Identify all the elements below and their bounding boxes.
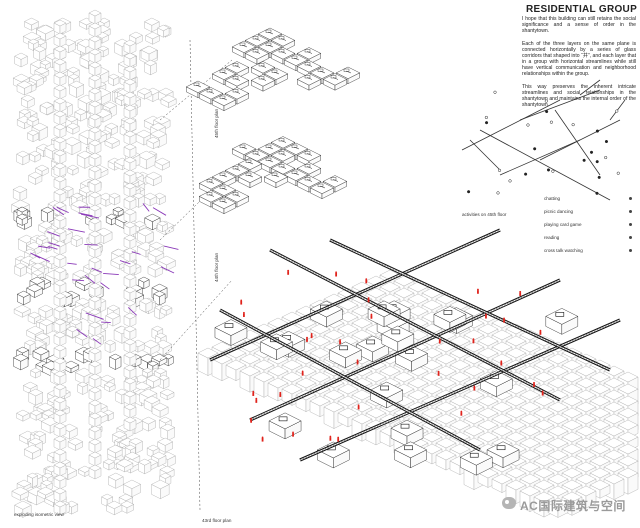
- legend-item-picnic: picnic dancing: [544, 209, 636, 214]
- legend-item-chatting: chatting: [544, 196, 636, 201]
- floor-45-label: 45th floor plan: [214, 108, 219, 138]
- wechat-icon: [502, 497, 516, 509]
- crosstalk-dot-icon: [629, 249, 632, 252]
- watermark: AC国际建筑与空间: [520, 499, 626, 513]
- legend-item-reading: reading: [544, 235, 636, 240]
- leader-lines: [159, 39, 233, 511]
- floor-plan-45: [185, 27, 361, 112]
- activity-network: [461, 79, 626, 201]
- reading-dot-icon: [629, 236, 632, 239]
- floor-43-label: 43rd floor plan: [202, 518, 232, 523]
- description-paragraph: Each of the three layers on the same pla…: [522, 41, 636, 78]
- picnic-dot-icon: [629, 210, 632, 213]
- legend-item-card-game: playing card game: [544, 222, 636, 227]
- conclusion-paragraph: This way preserves the inherent intricat…: [522, 84, 636, 109]
- exploding-view-label: exploding isometric view: [14, 512, 64, 517]
- exploded-tower: [11, 9, 179, 518]
- floor-44-label: 44th floor plan: [214, 252, 219, 282]
- legend-item-crosstalk: cross talk watching: [544, 248, 636, 253]
- floor-plan-43: [197, 228, 639, 518]
- intro-paragraph: I hope that this building can still reta…: [522, 16, 636, 35]
- page-title: RESIDENTIAL GROUP: [526, 4, 638, 15]
- activities-label: activities on 45th floor: [462, 212, 507, 217]
- chatting-dot-icon: [629, 197, 632, 200]
- card-game-dot-icon: [629, 223, 632, 226]
- floor-plan-44: [198, 136, 348, 215]
